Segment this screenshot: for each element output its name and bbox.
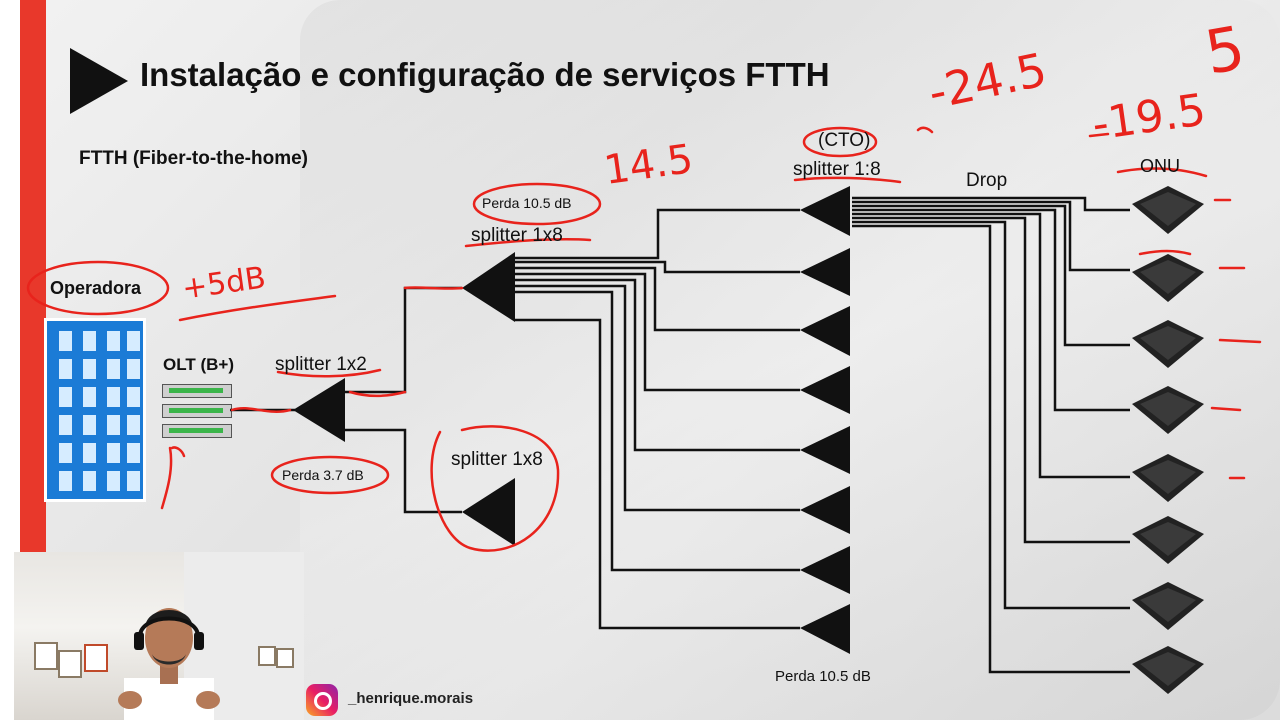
onu-label: ONU <box>1140 156 1180 176</box>
splitter-5-icon <box>800 426 850 474</box>
loss-1x8-top-label: Perda 10.5 dB <box>482 195 572 211</box>
onu-icon <box>1132 454 1204 502</box>
olt-icon <box>162 382 232 438</box>
play-icon <box>70 48 128 114</box>
onu-icon <box>1132 582 1204 630</box>
background-photo <box>300 0 1280 720</box>
olt-label: OLT (B+) <box>163 355 234 374</box>
splitter-1-8-label: splitter 1:8 <box>793 159 881 180</box>
cto-label: (CTO) <box>818 130 871 151</box>
onu-icon <box>1132 646 1204 694</box>
splitter-4-icon <box>800 366 850 414</box>
building-icon <box>44 318 146 502</box>
instagram-handle: _henrique.morais <box>348 690 474 707</box>
presenter-image <box>118 608 220 720</box>
loss-bottom-label: Perda 10.5 dB <box>775 668 871 685</box>
operator-label: Operadora <box>50 278 142 298</box>
onu-icon <box>1132 386 1204 434</box>
splitter-6-icon <box>800 486 850 534</box>
handwritten-marks <box>26 126 1262 552</box>
splitter-2-icon <box>800 248 850 296</box>
page-subtitle: FTTH (Fiber-to-the-home) <box>79 148 309 169</box>
onu-icon <box>1132 516 1204 564</box>
page-title: Instalação e configuração de serviços FT… <box>140 56 830 93</box>
splitter-3-icon <box>800 306 850 356</box>
fiber-lines <box>230 196 1130 674</box>
splitter-1x8-top-icon <box>462 252 515 322</box>
cto-splitter-icon <box>800 186 850 236</box>
drop-label: Drop <box>966 170 1008 191</box>
loss-1x2-label: Perda 3.7 dB <box>282 467 364 483</box>
splitter-7-icon <box>800 546 850 594</box>
onu-icon <box>1132 186 1204 234</box>
splitter-1x8-bottom-icon <box>462 478 515 546</box>
splitter-8-icon <box>800 604 850 654</box>
splitter-1x2-label: splitter 1x2 <box>275 354 367 375</box>
splitter-1x2-icon <box>293 378 345 442</box>
splitter-1x8-top-label: splitter 1x8 <box>471 225 563 246</box>
splitter-1x8-bottom-label: splitter 1x8 <box>451 449 543 470</box>
instagram-icon <box>306 684 338 716</box>
presenter-webcam <box>14 552 304 720</box>
onu-icon <box>1132 320 1204 368</box>
onu-icon <box>1132 254 1204 302</box>
